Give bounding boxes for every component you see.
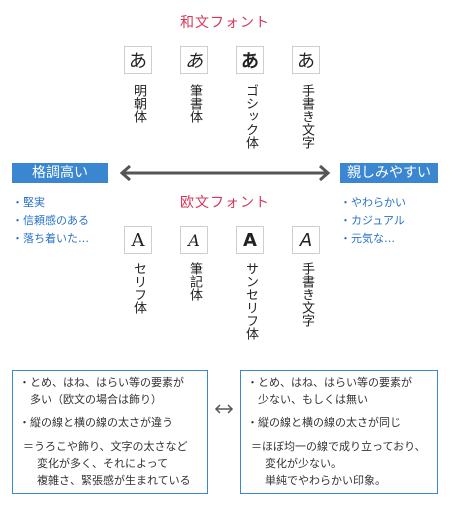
panel-line: ・とめ、はね、はらい等の要素が bbox=[19, 376, 184, 389]
formal-characteristics-panel: ・とめ、はね、はらい等の要素が 多い（欧文の場合は飾り） ・縦の線と横の線の太さ… bbox=[12, 370, 208, 494]
formal-trait: 堅実 bbox=[12, 194, 89, 212]
handwritten-latin-label: 手書き文字 bbox=[299, 262, 314, 327]
brush-label: 筆書体 bbox=[187, 84, 202, 123]
friendly-characteristics-panel: ・とめ、はね、はらい等の要素が 少ない、もしくは無い ・縦の線と横の線の太さが同… bbox=[240, 370, 438, 494]
mincho-label: 明朝体 bbox=[131, 84, 146, 123]
handwriting-sample-glyph: あ bbox=[292, 46, 320, 74]
friendly-trait: 元気な… bbox=[340, 230, 406, 248]
friendly-traits-list: やわらかい カジュアル 元気な… bbox=[340, 194, 406, 248]
panel-line: 複雑さ、緊張感が生まれている bbox=[37, 474, 191, 487]
serif-label: セリフ体 bbox=[131, 262, 146, 314]
panel-line: 変化が多く、それによって bbox=[37, 457, 169, 470]
panel-line: ・縦の線と横の線の太さが違う bbox=[19, 416, 173, 429]
panel-line: 多い（欧文の場合は飾り） bbox=[30, 393, 162, 406]
western-fonts-heading: 欧文フォント bbox=[180, 195, 270, 211]
gothic-sample-glyph: あ bbox=[236, 46, 264, 74]
formal-traits-list: 堅実 信頼感のある 落ち着いた… bbox=[12, 194, 89, 248]
formal-trait: 落ち着いた… bbox=[12, 230, 89, 248]
friendly-trait: やわらかい bbox=[340, 194, 406, 212]
formal-trait: 信頼感のある bbox=[12, 212, 89, 230]
panel-line: ・縦の線と横の線の太さが同じ bbox=[247, 416, 401, 429]
spectrum-double-arrow-icon bbox=[119, 164, 331, 182]
friendly-tag: 親しみやすい bbox=[340, 163, 438, 183]
handwritten-latin-sample-glyph: A bbox=[292, 226, 320, 254]
script-sample-glyph: A bbox=[180, 226, 208, 254]
sans-serif-sample-glyph: A bbox=[236, 226, 264, 254]
comparison-double-arrow-icon bbox=[214, 404, 234, 414]
handwriting-label: 手書き文字 bbox=[299, 84, 314, 149]
gothic-label: ゴシック体 bbox=[243, 84, 258, 149]
friendly-trait: カジュアル bbox=[340, 212, 406, 230]
formal-tag: 格調高い bbox=[12, 163, 108, 183]
panel-line: 変化が少ない。 bbox=[265, 457, 342, 470]
panel-line: 単純でやわらかい印象。 bbox=[265, 474, 386, 487]
brush-sample-glyph: あ bbox=[180, 46, 208, 74]
script-label: 筆記体 bbox=[187, 262, 202, 301]
panel-line: 少ない、もしくは無い bbox=[258, 393, 368, 406]
mincho-sample-glyph: あ bbox=[124, 46, 152, 74]
serif-sample-glyph: A bbox=[124, 226, 152, 254]
sans-serif-label: サンセリフ体 bbox=[243, 262, 258, 340]
panel-line: ・とめ、はね、はらい等の要素が bbox=[247, 376, 412, 389]
japanese-fonts-heading: 和文フォント bbox=[180, 15, 270, 31]
panel-line: ＝ほぼ均一の線で成り立っており、 bbox=[251, 440, 426, 453]
panel-line: ＝うろこや飾り、文字の太さなど bbox=[23, 440, 188, 453]
